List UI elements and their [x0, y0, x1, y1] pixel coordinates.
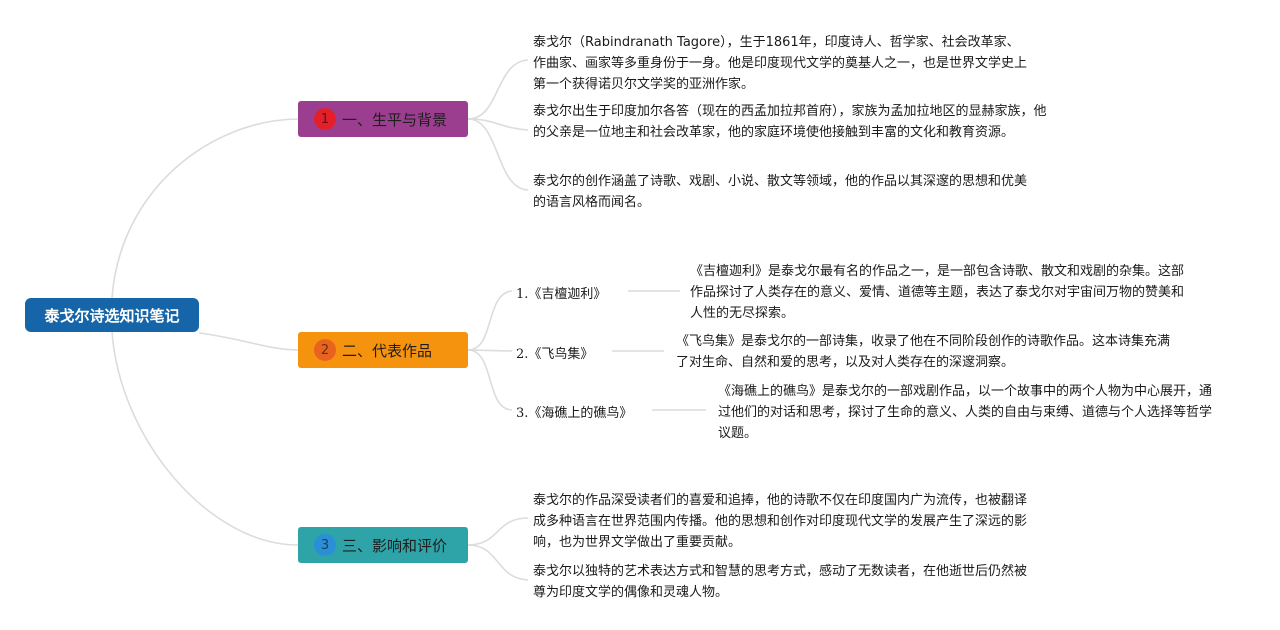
leaf-node: 泰戈尔的创作涵盖了诗歌、戏剧、小说、散文等领域，他的作品以其深邃的思想和优美的语…	[533, 174, 1028, 210]
topic-node-1[interactable]: 1 一、生平与背景	[298, 101, 468, 137]
connector-root-topic1	[111, 118, 299, 299]
number-badge-3: 3	[314, 534, 336, 556]
work-title-1[interactable]: 1.《吉檀迦利》	[516, 287, 607, 302]
root-label: 泰戈尔诗选知识笔记	[44, 306, 180, 325]
work-desc-2: 《飞鸟集》是泰戈尔的一部诗集，收录了他在不同阶段创作的诗歌作品。这本诗集充满了对…	[676, 334, 1171, 370]
work-title-3[interactable]: 3.《海礁上的礁鸟》	[516, 406, 633, 421]
leaf-node: 泰戈尔的作品深受读者们的喜爱和追捧，他的诗歌不仅在印度国内广为流传，也被翻译成多…	[533, 493, 1028, 550]
leaf-node: 泰戈尔（Rabindranath Tagore），生于1861年，印度诗人、哲学…	[533, 35, 1028, 92]
connector-topic2-work1	[467, 290, 513, 351]
topic-node-3[interactable]: 3 三、影响和评价	[298, 527, 468, 563]
work-desc-1: 《吉檀迦利》是泰戈尔最有名的作品之一，是一部包含诗歌、散文和戏剧的杂集。这部作品…	[690, 264, 1185, 321]
connector-topic1-leaf2	[467, 118, 529, 131]
connector-root-topic3	[111, 331, 299, 546]
topic-node-2[interactable]: 2 二、代表作品	[298, 332, 468, 368]
work-title-2[interactable]: 2.《飞鸟集》	[516, 347, 594, 362]
connector-topic3-leaf2	[467, 544, 529, 581]
connector-topic2-work2	[467, 349, 513, 352]
connector-topic1-leaf3	[467, 118, 529, 191]
connector-root-topic2	[198, 332, 299, 351]
connector-topic1-leaf1	[467, 59, 529, 120]
connector-topic2-work3	[467, 349, 513, 411]
topic-label-3: 三、影响和评价	[342, 536, 448, 555]
number-badge-1: 1	[314, 108, 336, 130]
work-desc-3: 《海礁上的礁鸟》是泰戈尔的一部戏剧作品，以一个故事中的两个人物为中心展开，通过他…	[718, 384, 1213, 441]
topic-label-1: 一、生平与背景	[342, 110, 448, 129]
leaf-node: 泰戈尔以独特的艺术表达方式和智慧的思考方式，感动了无数读者，在他逝世后仍然被尊为…	[533, 564, 1028, 600]
connector-topic3-leaf1	[467, 517, 529, 546]
number-badge-2: 2	[314, 339, 336, 361]
root-node[interactable]: 泰戈尔诗选知识笔记	[25, 298, 199, 332]
leaf-node: 泰戈尔出生于印度加尔各答（现在的西孟加拉邦首府），家族为孟加拉地区的显赫家族，他…	[533, 104, 1047, 140]
topic-label-2: 二、代表作品	[342, 341, 433, 360]
